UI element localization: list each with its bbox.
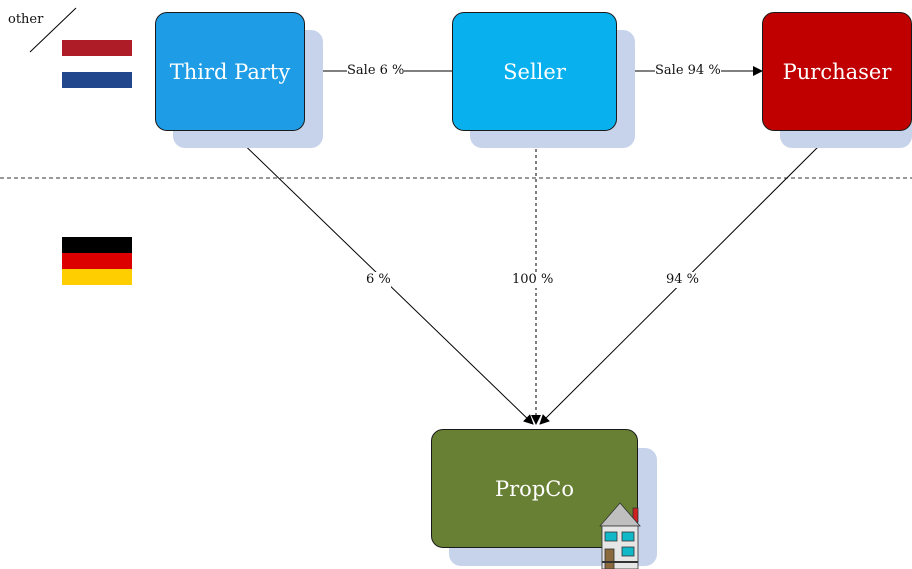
sale-third-party-label: Sale 6 % [347,63,405,79]
germany-flag-icon [62,237,132,285]
third-party-to-propco-percent: 6 % [366,272,391,288]
house-icon [599,502,641,569]
flag-stripe [62,253,132,269]
seller-node[interactable]: Seller [452,12,617,131]
purchaser-to-propco-percent: 94 % [666,272,700,288]
purchaser-label: Purchaser [782,59,892,84]
seller-to-propco-percent: 100 % [512,272,554,288]
netherlands-flag-icon [62,40,132,88]
corner-diagonal-line [29,7,77,53]
third-party-label: Third Party [169,59,291,84]
seller-label: Seller [503,59,566,84]
flag-stripe [62,40,132,56]
flag-stripe [62,72,132,88]
purchaser-node[interactable]: Purchaser [762,12,912,131]
flag-stripe [62,269,132,285]
third-party-node[interactable]: Third Party [155,12,305,131]
flag-stripe [62,56,132,72]
flag-stripe [62,237,132,253]
propco-label: PropCo [495,476,574,501]
sale-purchaser-label: Sale 94 % [655,63,721,79]
other-label: other [8,12,44,27]
